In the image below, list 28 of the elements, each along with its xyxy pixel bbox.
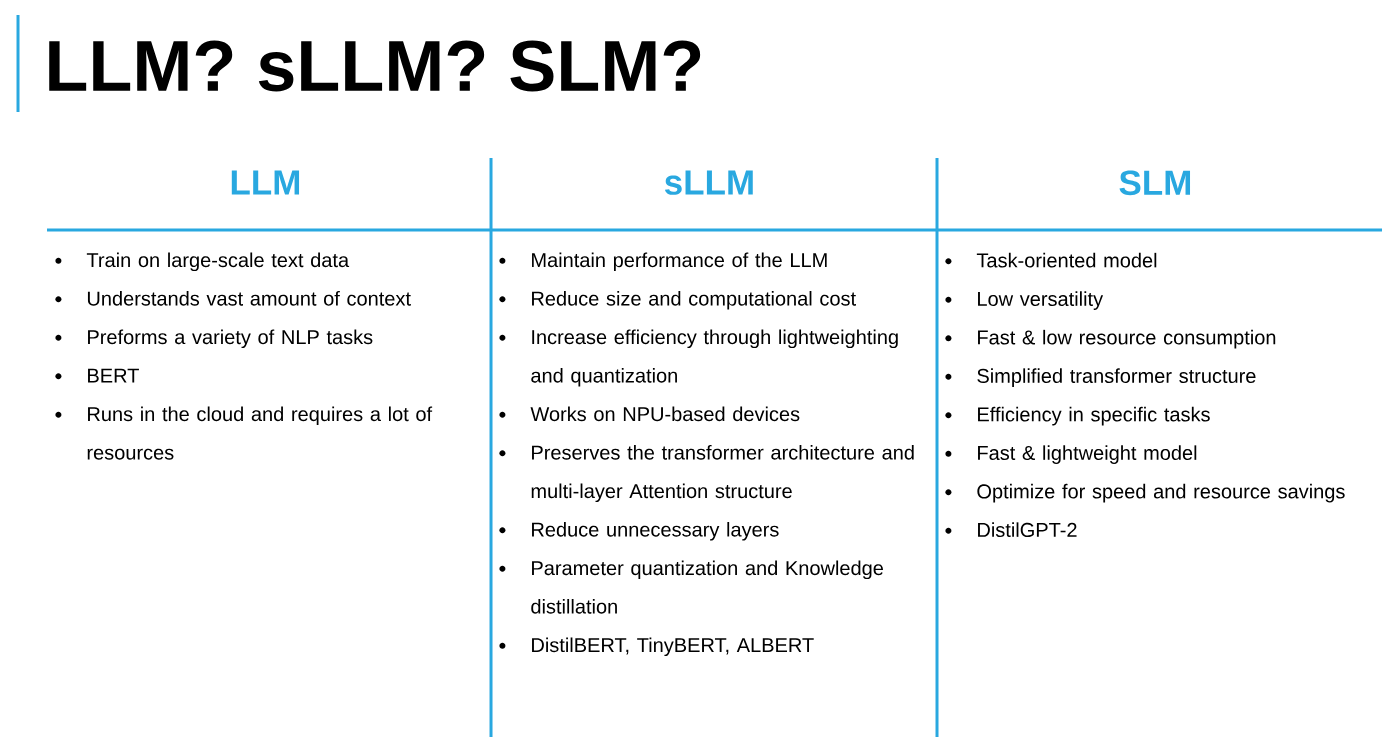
bullet-item: Increase efficiency through lightweighting and quantization xyxy=(499,329,898,387)
bullet-item: BERT xyxy=(55,368,139,383)
bullet-item: Runs in the cloud and requires a lot of resources xyxy=(55,406,433,460)
bullet-item: Parameter quantization and Knowledge distillation xyxy=(499,560,883,614)
slide-title: LLM? sLLM? SLM? xyxy=(49,40,701,92)
bullet-item: Optimize for speed and resource savings xyxy=(945,483,1345,503)
bullet-item: DistilGPT-2 xyxy=(945,522,1077,537)
bullet-item: Train on large-scale text data xyxy=(55,252,350,272)
bullet-item: Preserves the transformer architecture and multi-layer Attention structure xyxy=(499,445,914,503)
bullet-item: Works on NPU-based devices xyxy=(499,406,800,422)
bullet-item: Efficiency in specific tasks xyxy=(945,406,1210,426)
bullet-item: Simplified transformer structure xyxy=(945,368,1256,387)
column-heading: sLLM xyxy=(664,170,753,195)
table-column xyxy=(945,170,1345,537)
bullet-item: Fast & lightweight model xyxy=(945,445,1197,464)
bullet-item: DistilBERT, TinyBERT, ALBERT xyxy=(499,637,814,657)
table-column xyxy=(499,170,914,657)
column-heading: SLM xyxy=(1119,170,1190,196)
bullet-item: Reduce unnecessary layers xyxy=(499,522,779,541)
bullet-item: Low versatility xyxy=(945,291,1104,310)
bullet-item: Maintain performance of the LLM xyxy=(499,252,827,272)
bullet-item: Reduce size and computational cost xyxy=(499,291,856,310)
table-column xyxy=(55,170,433,460)
column-heading: LLM xyxy=(231,170,300,195)
bullet-item: Understands vast amount of context xyxy=(55,291,411,306)
bullet-item: Preforms a variety of NLP tasks xyxy=(55,329,373,349)
bullet-item: Fast & low resource consumption xyxy=(945,329,1276,349)
bullet-item: Task-oriented model xyxy=(945,252,1157,268)
